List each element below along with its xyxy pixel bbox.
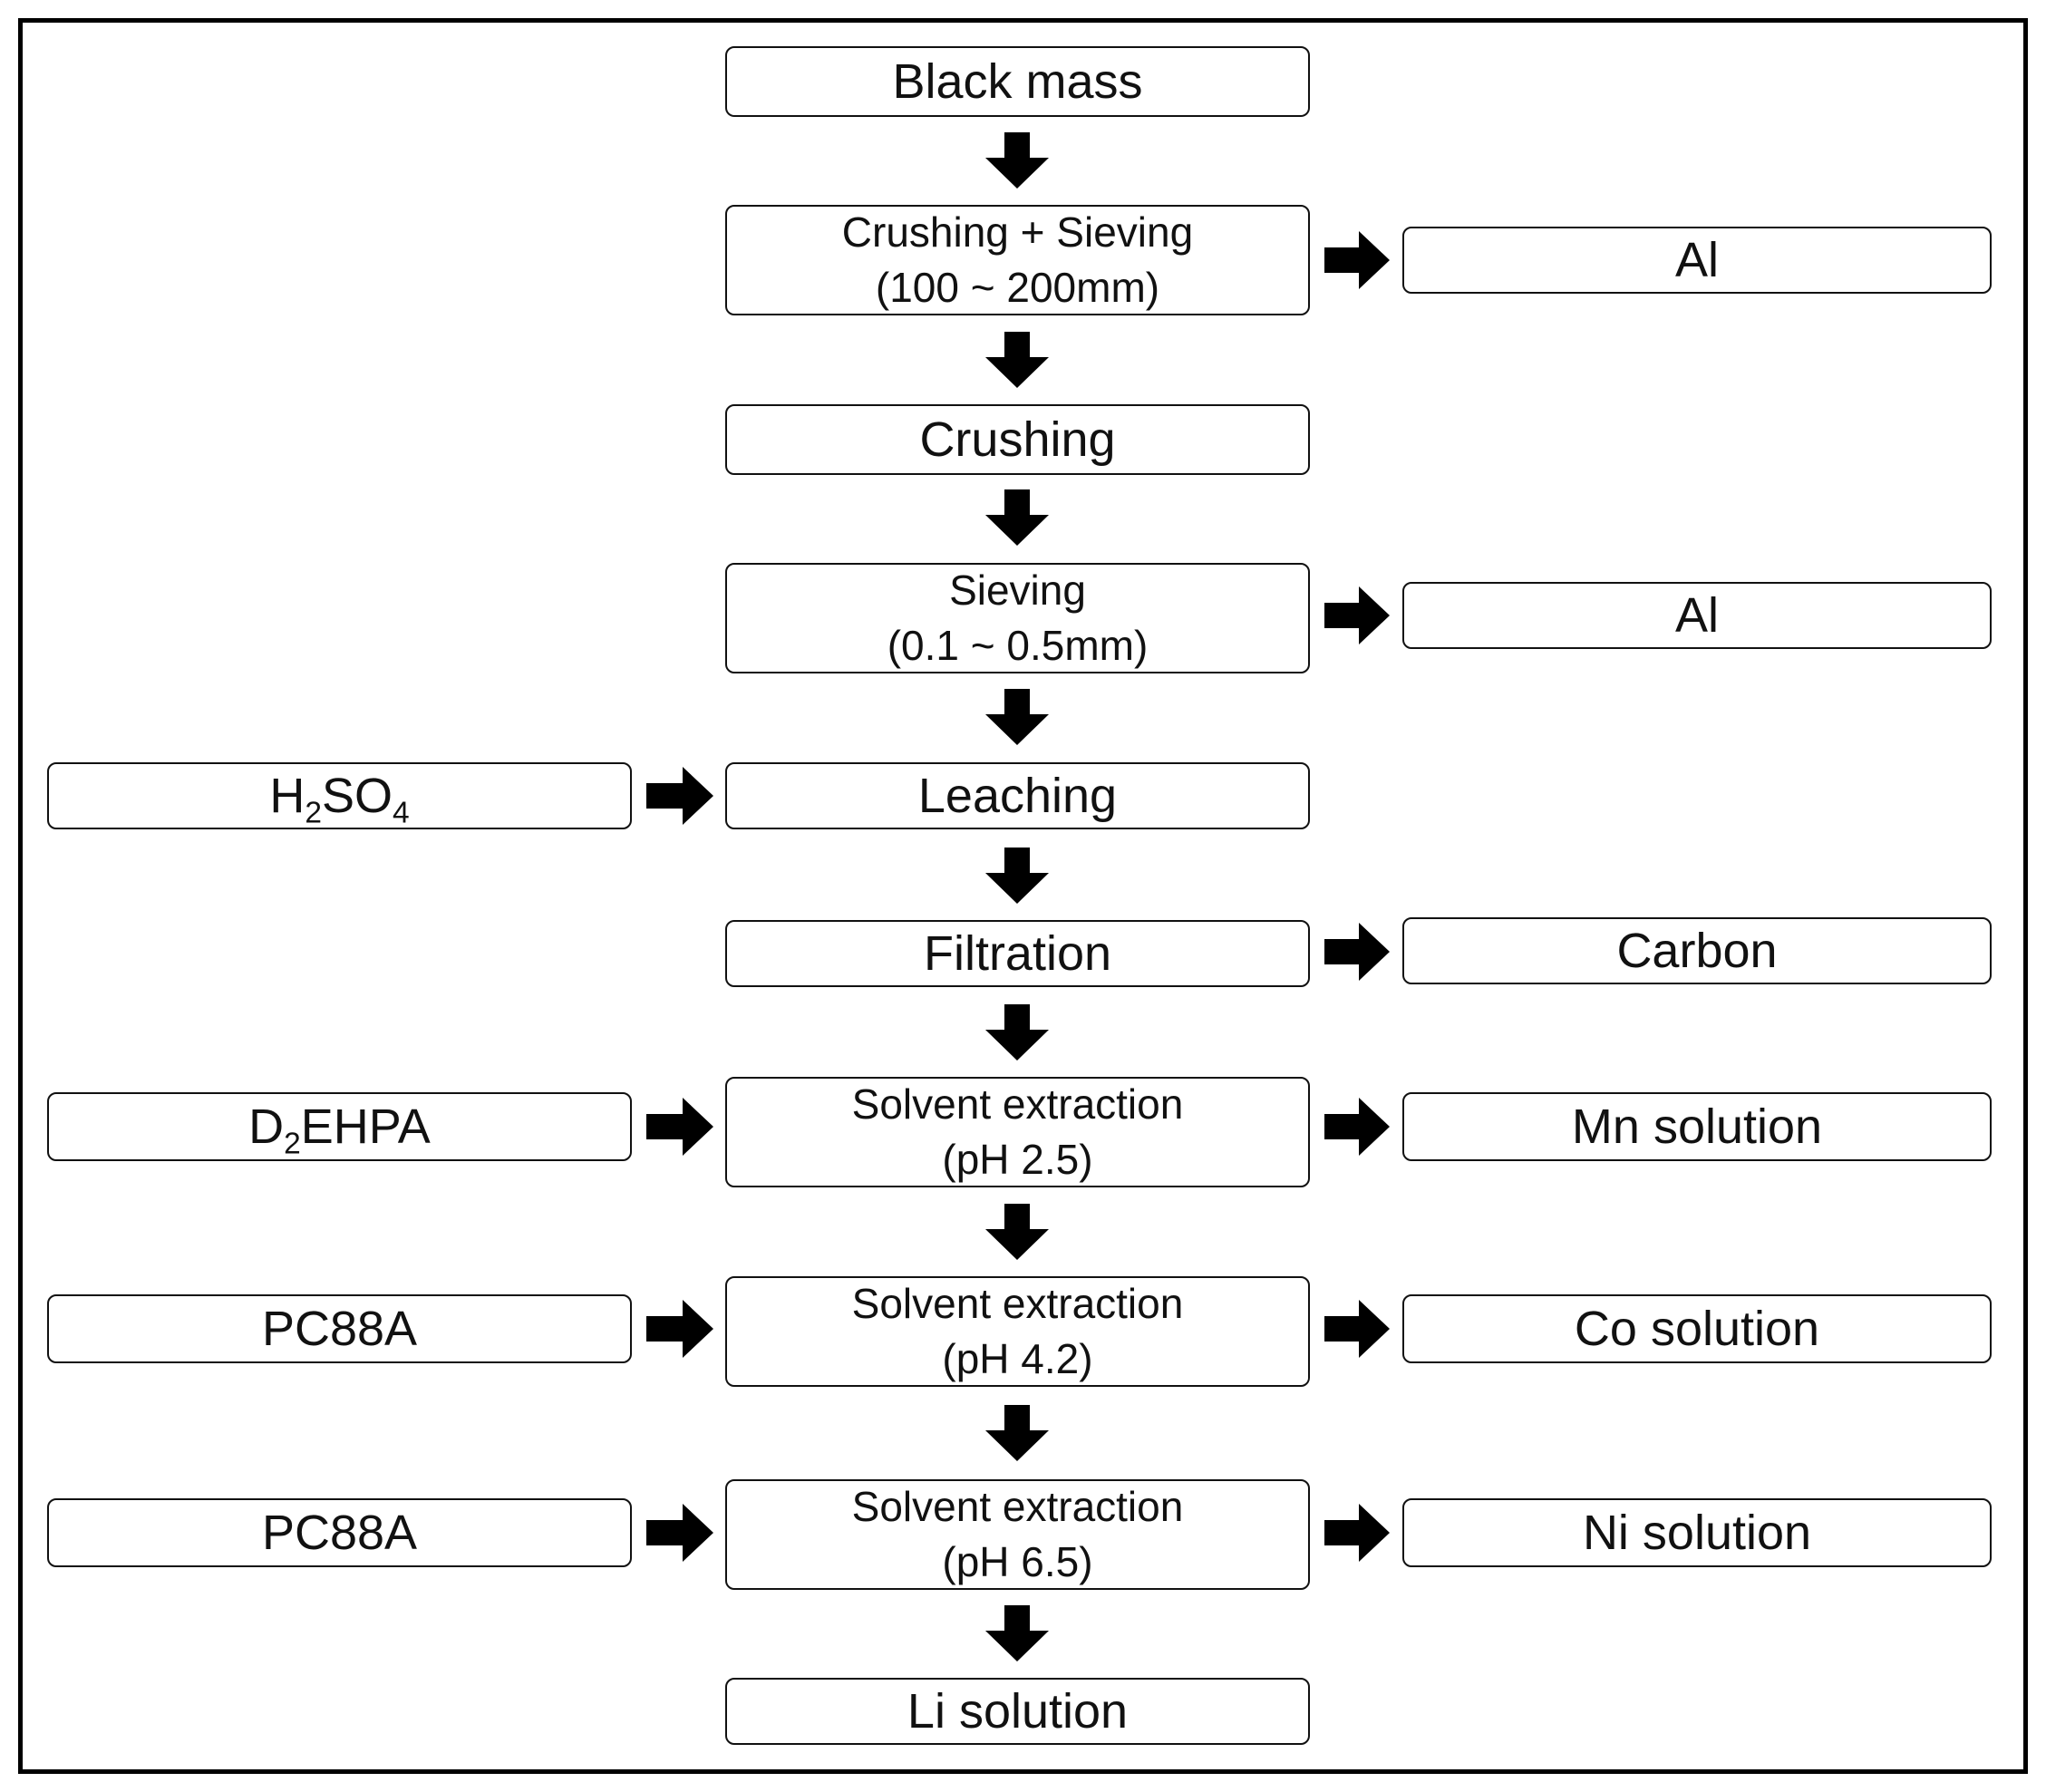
- step-li-solution: Li solution: [725, 1678, 1310, 1745]
- input-label: H2SO4: [269, 768, 410, 830]
- step-solvent-extraction-ph-6-5: Solvent extraction (pH 6.5): [725, 1479, 1310, 1590]
- input-d2ehpa: D2EHPA: [47, 1092, 632, 1161]
- step-label: Solvent extraction: [851, 1280, 1184, 1328]
- arrow-right-icon: [646, 1098, 713, 1156]
- step-label: Crushing: [919, 412, 1116, 467]
- arrow-right-icon: [1324, 231, 1390, 289]
- output-carbon: Carbon: [1402, 917, 1992, 984]
- step-crushing: Crushing: [725, 404, 1310, 475]
- output-label: Carbon: [1616, 923, 1778, 978]
- input-pc88a-ph-6-5: PC88A: [47, 1498, 632, 1567]
- arrow-down-icon: [985, 689, 1049, 745]
- step-sublabel: (pH 6.5): [942, 1538, 1093, 1585]
- input-pc88a-ph-4-2: PC88A: [47, 1294, 632, 1363]
- output-label: Al: [1674, 587, 1719, 643]
- arrow-right-icon: [646, 1504, 713, 1562]
- step-sieving: Sieving (0.1 ~ 0.5mm): [725, 563, 1310, 673]
- input-label: PC88A: [261, 1301, 418, 1356]
- output-label: Al: [1674, 232, 1719, 287]
- arrow-down-icon: [985, 1004, 1049, 1061]
- arrow-right-icon: [1324, 1504, 1390, 1562]
- input-label: PC88A: [261, 1505, 418, 1560]
- arrow-right-icon: [1324, 1300, 1390, 1358]
- arrow-down-icon: [985, 848, 1049, 904]
- step-leaching: Leaching: [725, 762, 1310, 829]
- output-label: Co solution: [1574, 1301, 1820, 1356]
- output-label: Mn solution: [1571, 1099, 1823, 1154]
- arrow-down-icon: [985, 132, 1049, 189]
- step-sublabel: (pH 4.2): [942, 1335, 1093, 1382]
- step-label: Filtration: [923, 925, 1112, 981]
- arrow-down-icon: [985, 1405, 1049, 1461]
- step-filtration: Filtration: [725, 920, 1310, 987]
- arrow-right-icon: [646, 1300, 713, 1358]
- arrow-right-icon: [1324, 586, 1390, 644]
- step-solvent-extraction-ph-2-5: Solvent extraction (pH 2.5): [725, 1077, 1310, 1187]
- step-black-mass: Black mass: [725, 46, 1310, 117]
- output-label: Ni solution: [1582, 1505, 1812, 1560]
- step-label: Leaching: [917, 768, 1118, 823]
- arrow-down-icon: [985, 332, 1049, 388]
- arrow-right-icon: [1324, 923, 1390, 981]
- step-sublabel: (0.1 ~ 0.5mm): [887, 622, 1149, 669]
- step-label: Solvent extraction: [851, 1080, 1184, 1128]
- arrow-down-icon: [985, 489, 1049, 546]
- step-solvent-extraction-ph-4-2: Solvent extraction (pH 4.2): [725, 1276, 1310, 1387]
- step-label: Sieving: [949, 567, 1086, 615]
- step-crushing-sieving: Crushing + Sieving (100 ~ 200mm): [725, 205, 1310, 315]
- arrow-right-icon: [1324, 1098, 1390, 1156]
- step-sublabel: (100 ~ 200mm): [875, 264, 1160, 311]
- input-h2so4: H2SO4: [47, 762, 632, 829]
- output-al-1: Al: [1402, 227, 1992, 294]
- output-al-2: Al: [1402, 582, 1992, 649]
- arrow-right-icon: [646, 767, 713, 825]
- step-label: Li solution: [907, 1683, 1129, 1739]
- step-label: Black mass: [892, 53, 1143, 109]
- output-ni-solution: Ni solution: [1402, 1498, 1992, 1567]
- output-co-solution: Co solution: [1402, 1294, 1992, 1363]
- output-mn-solution: Mn solution: [1402, 1092, 1992, 1161]
- step-label: Crushing + Sieving: [841, 208, 1194, 257]
- diagram-frame: [18, 18, 2028, 1774]
- input-label: D2EHPA: [248, 1099, 431, 1161]
- step-label: Solvent extraction: [851, 1483, 1184, 1531]
- arrow-down-icon: [985, 1204, 1049, 1260]
- arrow-down-icon: [985, 1605, 1049, 1661]
- step-sublabel: (pH 2.5): [942, 1136, 1093, 1183]
